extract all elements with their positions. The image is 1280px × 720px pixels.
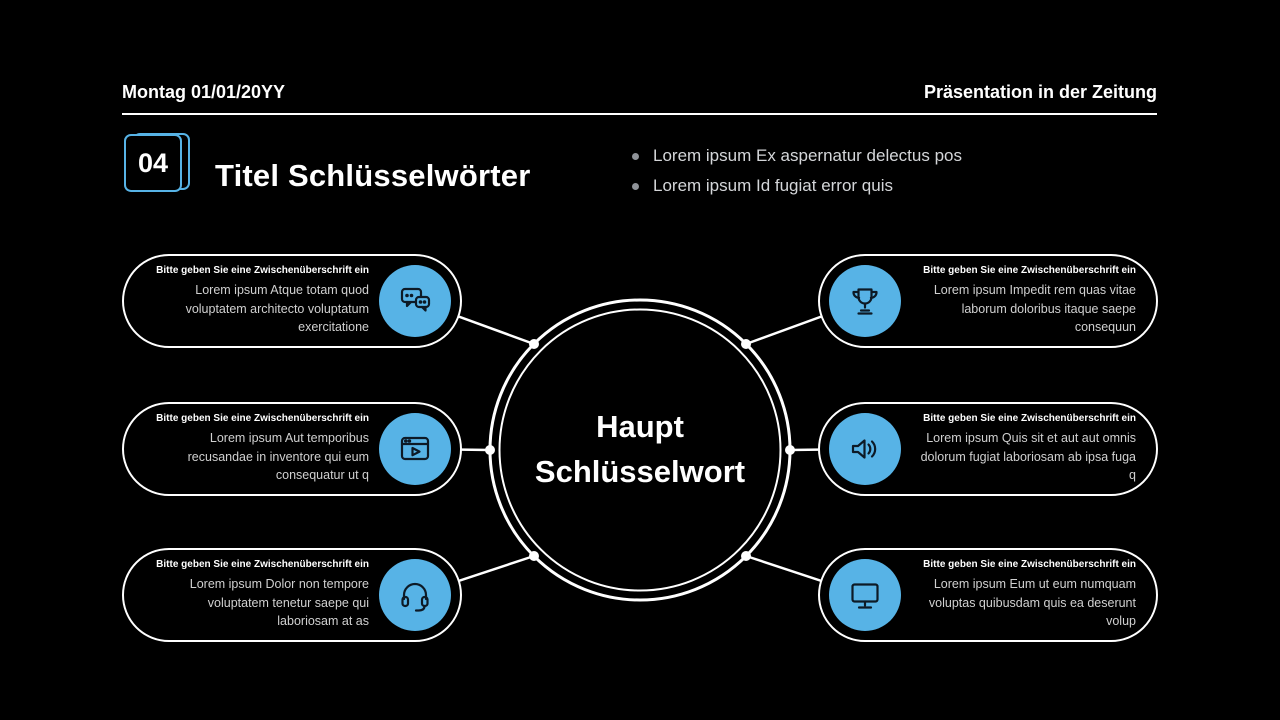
- card-left-1: Bitte geben Sie eine Zwischenüberschrift…: [122, 254, 462, 348]
- card-body: Lorem ipsum Atque totam quod voluptatem …: [185, 282, 369, 335]
- card-heading: Bitte geben Sie eine Zwischenüberschrift…: [923, 412, 1136, 424]
- header: Montag 01/01/20YY Präsentation in der Ze…: [122, 82, 1157, 115]
- monitor-icon: [829, 559, 901, 631]
- card-right-3: Bitte geben Sie eine Zwischenüberschrift…: [818, 548, 1158, 642]
- card-right-2: Bitte geben Sie eine Zwischenüberschrift…: [818, 402, 1158, 496]
- card-body: Lorem ipsum Dolor non tempore voluptatem…: [189, 576, 369, 629]
- card-body: Lorem ipsum Impedit rem quas vitae labor…: [933, 282, 1136, 335]
- card-right-1: Bitte geben Sie eine Zwischenüberschrift…: [818, 254, 1158, 348]
- central-keyword-line1: Haupt: [596, 409, 684, 445]
- header-date: Montag 01/01/20YY: [122, 82, 286, 102]
- bullet-text: Lorem ipsum Id fugiat error quis: [653, 176, 893, 195]
- bullet-text: Lorem ipsum Ex aspernatur delectus pos: [653, 146, 962, 165]
- card-left-3: Bitte geben Sie eine Zwischenüberschrift…: [122, 548, 462, 642]
- list-item: Lorem ipsum Ex aspernatur delectus pos: [632, 146, 962, 166]
- header-presentation-title: Präsentation in der Zeitung: [923, 82, 1157, 102]
- page-title: Titel Schlüsselwörter: [215, 158, 531, 193]
- slide-number: 04: [124, 134, 182, 192]
- card-heading: Bitte geben Sie eine Zwischenüberschrift…: [923, 558, 1136, 570]
- list-item: Lorem ipsum Id fugiat error quis: [632, 176, 962, 196]
- center-circle-inner-ring: [498, 308, 782, 592]
- speaker-icon: [829, 413, 901, 485]
- card-body: Lorem ipsum Quis sit et aut aut omnis do…: [920, 430, 1136, 483]
- card-heading: Bitte geben Sie eine Zwischenüberschrift…: [156, 412, 369, 424]
- bullet-dot-icon: [632, 182, 639, 190]
- card-heading: Bitte geben Sie eine Zwischenüberschrift…: [156, 558, 369, 570]
- bullet-dot-icon: [632, 152, 639, 160]
- video-player-icon: [379, 413, 451, 485]
- card-left-2: Bitte geben Sie eine Zwischenüberschrift…: [122, 402, 462, 496]
- trophy-icon: [829, 265, 901, 337]
- central-keyword-line2: Schlüsselwort: [534, 454, 746, 489]
- card-body: Lorem ipsum Eum ut eum numquam voluptas …: [928, 576, 1136, 629]
- slide-number-badge: 04: [124, 133, 190, 192]
- connector-node-dots: [485, 339, 795, 561]
- card-heading: Bitte geben Sie eine Zwischenüberschrift…: [923, 264, 1136, 276]
- headset-icon: [379, 559, 451, 631]
- bullet-list: Lorem ipsum Ex aspernatur delectus pos L…: [632, 146, 962, 196]
- central-keyword: Haupt Schlüsselwort: [490, 300, 790, 600]
- card-body: Lorem ipsum Aut temporibus recusandae in…: [187, 430, 369, 483]
- card-heading: Bitte geben Sie eine Zwischenüberschrift…: [156, 264, 369, 276]
- chat-icon: [379, 265, 451, 337]
